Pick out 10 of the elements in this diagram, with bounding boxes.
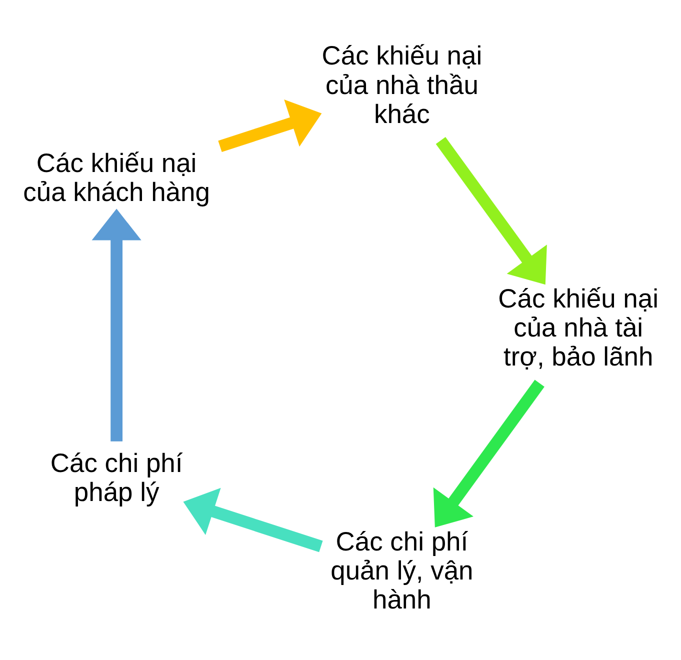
arrow xyxy=(92,208,142,442)
arrow xyxy=(183,488,323,552)
arrow xyxy=(218,99,322,152)
node-text: Các chi phí quản lý, vận hành xyxy=(330,526,474,615)
arrow xyxy=(433,380,544,528)
node-text: Các khiếu nại của nhà thầu khác xyxy=(322,40,482,129)
node-text: Các chi phí pháp lý xyxy=(50,448,183,508)
arrow xyxy=(436,137,547,285)
node-text: Các khiếu nại của nhà tài trợ, bảo lãnh xyxy=(498,284,658,372)
node-text: Các khiếu nại của khách hàng xyxy=(23,148,210,208)
